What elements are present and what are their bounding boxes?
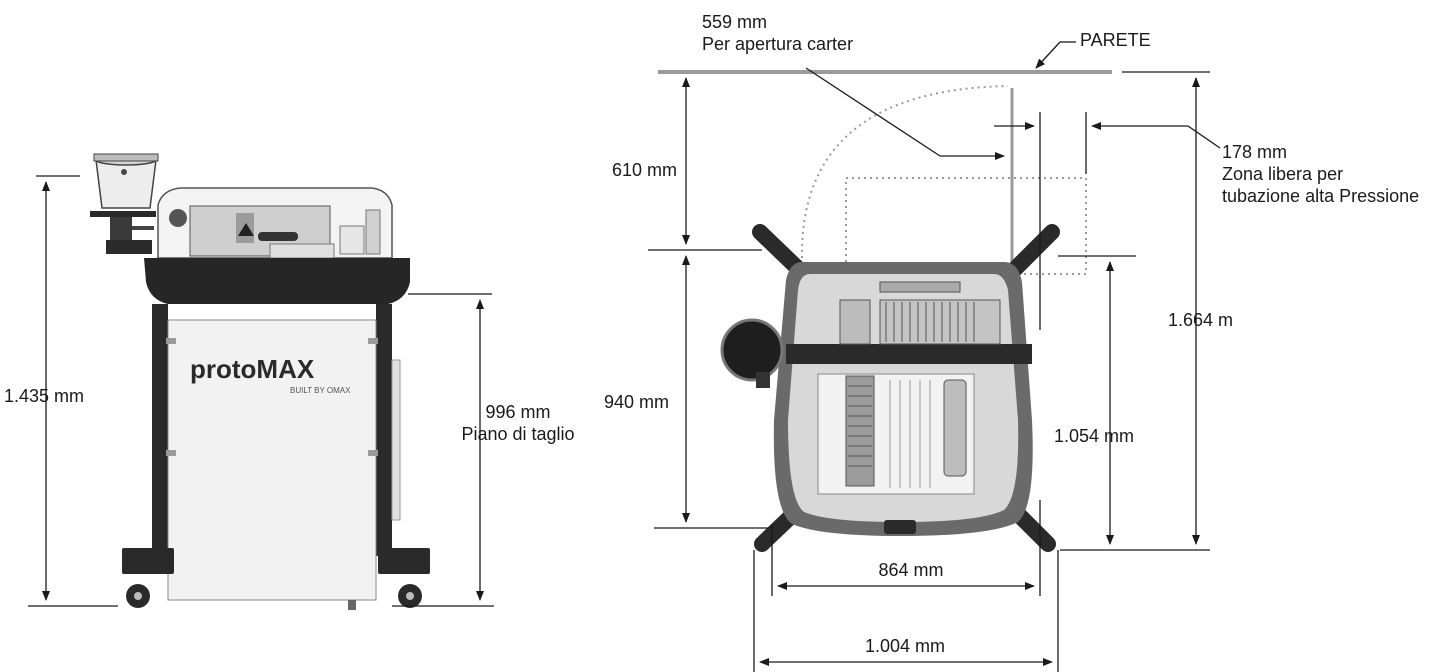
- brand-sub: BUILT BY OMAX: [290, 386, 351, 395]
- cover-clearance-caption: Per apertura carter: [702, 34, 854, 54]
- top-view-machine: [720, 224, 1060, 552]
- cover-swing-arc: [800, 85, 1009, 259]
- cut-height-value: 996 mm: [485, 402, 551, 422]
- wall-label-leader: [1035, 41, 1061, 69]
- depth-body-label: 940 mm: [604, 392, 670, 412]
- wall-label: PARETE: [1080, 30, 1151, 50]
- height-total-label: 1.435 mm: [4, 386, 85, 406]
- hose-clearance-value: 178 mm: [1222, 142, 1288, 162]
- hose-clearance-caption-2: tubazione alta Pressione: [1222, 186, 1420, 206]
- hose-clearance-caption-1: Zona libera per: [1222, 164, 1344, 184]
- front-view-dimensions: [28, 175, 494, 607]
- right-leg: [376, 304, 392, 556]
- cover-clearance-value: 559 mm: [702, 12, 768, 32]
- cut-height-caption: Piano di taglio: [461, 424, 575, 444]
- catcher-tank: [144, 258, 410, 304]
- top-view-dimensions: [648, 67, 1221, 672]
- left-leg: [152, 304, 168, 556]
- hopper-top: [720, 318, 784, 382]
- width-inner-label: 864 mm: [878, 560, 944, 580]
- depth-total-label: 1.664 m: [1168, 310, 1234, 330]
- right-foot: [378, 548, 430, 574]
- abrasive-hopper: [90, 153, 159, 254]
- front-view-machine: protoMAX BUILT BY OMAX: [90, 153, 430, 610]
- wall-gap-label: 610 mm: [612, 160, 678, 180]
- front-panel: [167, 319, 377, 601]
- brand-logo: protoMAX: [190, 354, 315, 384]
- depth-leg-label: 1.054 mm: [1054, 426, 1135, 446]
- left-foot: [122, 548, 174, 574]
- width-outer-label: 1.004 mm: [864, 636, 946, 656]
- machine-cover: [157, 187, 393, 259]
